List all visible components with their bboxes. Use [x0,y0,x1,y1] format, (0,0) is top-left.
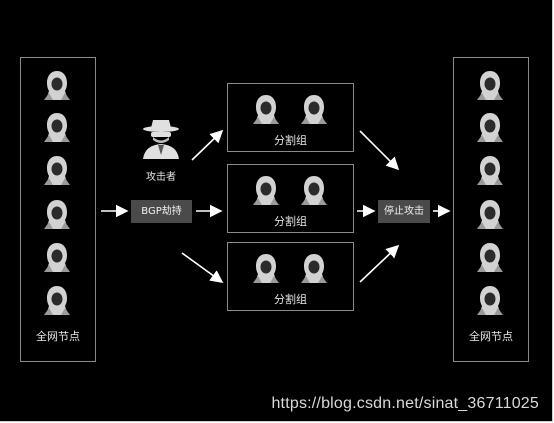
right-panel-label: 全网节点 [469,330,513,343]
split-group-label: 分割组 [274,215,307,228]
split-group-label: 分割组 [274,293,307,306]
split-group-box: 分割组 [227,83,354,152]
arrow-group-to-stop [359,244,400,283]
split-group-label: 分割组 [274,134,307,147]
attacker-label: 攻击者 [146,172,176,183]
arrow-attacker-to-group [191,129,224,161]
split-group-box: 分割组 [227,164,354,233]
bgp-hijack-label: BGP劫持 [141,206,182,217]
arrow-group-to-stop [359,130,400,171]
watermark-url: https://blog.csdn.net/sinat_36711025 [271,395,539,412]
arrow-bgp-to-group [181,252,224,283]
stop-attack-label: 停止攻击 [384,206,424,217]
split-group-box: 分割组 [227,242,354,311]
left-panel-label: 全网节点 [36,330,80,343]
bgp-hijack-box: BGP劫持 [131,200,192,223]
left-nodes-panel: 全网节点 [20,57,96,362]
attacker-spy-icon [143,120,179,159]
right-nodes-panel: 全网节点 [453,57,529,362]
stop-attack-box: 停止攻击 [378,200,430,223]
